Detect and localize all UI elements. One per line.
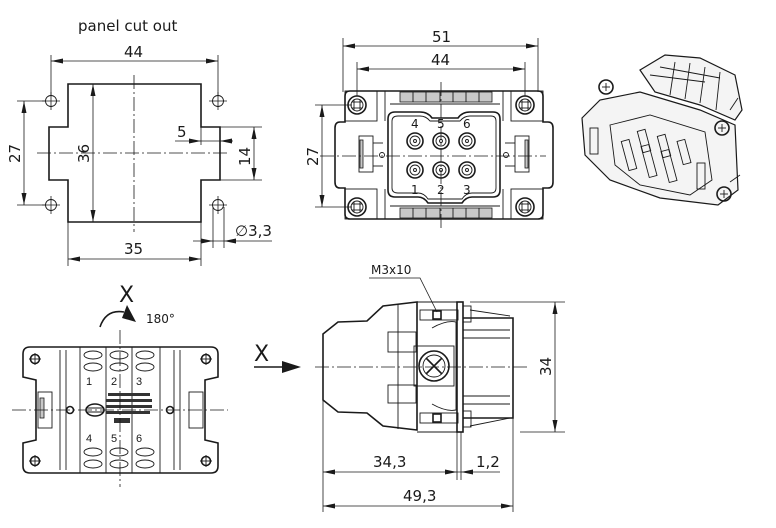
svg-text:M3x10: M3x10 — [371, 263, 411, 277]
rear-view-label: X — [119, 283, 134, 308]
connector-isometric-view — [581, 54, 743, 206]
rear-screw-bottom-right — [200, 455, 212, 467]
svg-text:27: 27 — [304, 147, 322, 166]
front-contact-label-5: 5 — [437, 117, 445, 131]
iso-latch-left — [589, 127, 599, 155]
svg-text:35: 35 — [124, 240, 143, 258]
svg-text:34: 34 — [537, 357, 555, 376]
rear-screw-bottom-left — [29, 455, 41, 467]
side-hood-outline — [322, 301, 418, 431]
screw-top-right — [515, 95, 535, 115]
rear-housing-outline — [22, 346, 219, 474]
svg-text:27: 27 — [6, 144, 24, 163]
flange-top-left — [344, 90, 378, 122]
connector-front-view: 4 5 6 1 2 3 51 44 — [304, 28, 554, 230]
side-m3-screw-bottom — [419, 412, 459, 424]
rear-contact-label-6: 6 — [136, 433, 142, 445]
dimension-27-front: 27 — [304, 104, 352, 208]
screw-bottom-right — [515, 197, 535, 217]
contact-pin-6 — [458, 132, 476, 150]
latch-right — [503, 135, 530, 173]
rear-clamps-bottom — [83, 447, 155, 469]
top-rib-strip — [390, 91, 500, 105]
front-contact-label-6: 6 — [463, 117, 471, 131]
iso-screw-3 — [716, 186, 732, 202]
svg-text:36: 36 — [75, 144, 93, 163]
iso-pins — [620, 128, 692, 184]
dimension-27-cutout: 27 — [6, 100, 46, 206]
front-contact-label-1: 1 — [411, 183, 419, 197]
rotation-label: 180° — [146, 312, 175, 326]
rear-clamps-top — [83, 350, 155, 372]
rear-contact-label-3: 3 — [136, 376, 142, 388]
dimension-49-3-side: 49,3 — [323, 418, 514, 512]
dimension-34-side: 34 — [470, 301, 565, 433]
side-m3-screw-top — [419, 309, 459, 321]
iso-opening — [609, 114, 713, 196]
flange-bottom-left — [344, 188, 378, 220]
rear-screw-top-right — [200, 353, 212, 365]
dimension-51-front: 51 — [342, 28, 539, 92]
svg-text:34,3: 34,3 — [373, 453, 406, 471]
rear-contact-label-4: 4 — [86, 433, 92, 445]
dimension-hole-diameter: ∅3,3 — [193, 207, 272, 248]
view-direction-arrowhead-icon — [282, 361, 301, 373]
flange-bottom-right — [510, 188, 544, 220]
rotation-arrow-icon — [99, 310, 125, 328]
svg-text:44: 44 — [431, 51, 450, 69]
iso-frame — [581, 91, 739, 206]
rotation-arrowhead-icon — [122, 305, 136, 322]
svg-text:44: 44 — [124, 43, 143, 61]
front-contact-label-2: 2 — [437, 183, 445, 197]
contact-pin-3 — [458, 161, 476, 179]
dimension-1-2-side: 1,2 — [461, 453, 500, 475]
contact-pin-1 — [406, 161, 424, 179]
dimension-14-cutout: 14 — [220, 126, 262, 181]
panel-cutout-title: panel cut out — [78, 17, 177, 35]
svg-text:∅3,3: ∅3,3 — [235, 222, 272, 240]
dimension-5-cutout: 5 — [175, 123, 233, 145]
dimension-44-cutout: 44 — [50, 43, 219, 96]
callout-m3x10: M3x10 — [369, 263, 438, 313]
iso-latch-right — [696, 162, 706, 190]
front-contact-label-3: 3 — [463, 183, 471, 197]
flange-top-right — [510, 90, 544, 122]
panel-cutout-view: panel cut out 44 — [6, 17, 272, 266]
mounting-hole-bottom-right — [209, 196, 227, 214]
iso-screw-1 — [598, 79, 614, 95]
side-view-direction-label: X — [254, 342, 269, 367]
svg-text:5: 5 — [177, 123, 187, 141]
rear-product-marking — [106, 393, 152, 423]
rear-contact-label-2: 2 — [111, 376, 117, 388]
rear-contact-label-1: 1 — [86, 376, 92, 388]
connector-rear-view: X 180° 1 2 3 4 5 6 — [12, 283, 228, 487]
svg-text:49,3: 49,3 — [403, 487, 436, 505]
contact-pin-4 — [406, 132, 424, 150]
side-screw-head-icon — [413, 345, 455, 387]
side-insert-outline — [463, 317, 514, 419]
front-contact-label-4: 4 — [411, 117, 419, 131]
svg-text:51: 51 — [432, 28, 451, 46]
dimension-34-3-side: 34,3 — [322, 400, 462, 512]
connector-side-view: X — [254, 263, 565, 512]
dimension-35-cutout: 35 — [67, 222, 202, 266]
dimension-36-cutout: 36 — [75, 84, 96, 222]
bottom-rib-strip — [390, 205, 500, 219]
svg-text:14: 14 — [236, 147, 254, 166]
rear-contact-label-5: 5 — [111, 433, 117, 445]
front-insert-outline — [387, 111, 501, 204]
iso-screw-2 — [714, 120, 730, 136]
latch-left — [358, 135, 385, 173]
dimension-44-front: 44 — [356, 51, 526, 96]
svg-text:1,2: 1,2 — [476, 453, 500, 471]
rear-screw-top-left — [29, 353, 41, 365]
